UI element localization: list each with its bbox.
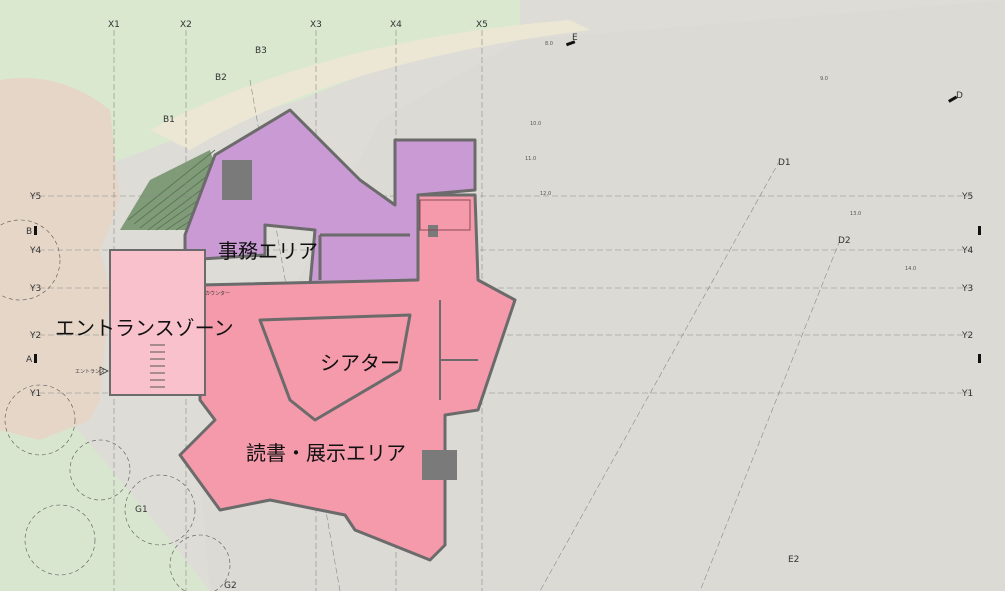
contour-label: 13.0 (850, 211, 861, 217)
grid-y2-left: Y2 (29, 331, 41, 341)
grid-y3-right: Y3 (961, 284, 973, 294)
site-path (0, 78, 120, 440)
contour-label: 14.0 (905, 266, 916, 272)
curved-path (150, 20, 590, 150)
grid-b3: B3 (255, 46, 267, 56)
entrance-zone-label: エントランスゾーン (55, 316, 234, 340)
grid-b2: B2 (215, 73, 227, 83)
contour-label: 12.0 (540, 191, 551, 197)
grid-y5-right: Y5 (961, 192, 973, 202)
section-mark-b: B (26, 227, 32, 237)
section-mark-e: E (572, 33, 578, 43)
grid-x5: X5 (476, 20, 488, 30)
grid-e2: E2 (788, 555, 799, 565)
entrance-arrow-icon (99, 366, 109, 376)
reading-zone (178, 193, 517, 562)
section-mark-a: A (26, 355, 33, 365)
reading-zone-label: 読書・展示エリア (246, 441, 406, 465)
grid-b1: B1 (163, 115, 175, 125)
trees (0, 219, 231, 591)
grid-y3-left: Y3 (29, 284, 41, 294)
contour-label: 9.0 (820, 76, 828, 82)
contour-label: 10.0 (530, 121, 541, 127)
entrance-arrow-label: エントランス (75, 369, 105, 375)
office-zone-label: 事務エリア (218, 239, 318, 263)
grid-y4-left: Y4 (29, 246, 41, 256)
grid-y1-right: Y1 (961, 389, 973, 399)
grid-y2-right: Y2 (961, 331, 973, 341)
contour-label: 8.0 (545, 41, 553, 47)
grid-x4: X4 (390, 20, 402, 30)
grid-y4-right: Y4 (961, 246, 973, 256)
grid-g1: G1 (135, 505, 148, 515)
grid-x3: X3 (310, 20, 322, 30)
grass-area-lower (0, 300, 210, 591)
contour-label: 11.0 (525, 156, 536, 162)
grid-x2: X2 (180, 20, 192, 30)
grid-y5-left: Y5 (29, 192, 41, 202)
entrance-zone (109, 249, 206, 396)
grid-g2: G2 (224, 581, 237, 591)
grid-d1: D1 (778, 158, 791, 168)
section-marks (34, 40, 981, 363)
grid-d2: D2 (838, 236, 851, 246)
grid-x1: X1 (108, 20, 120, 30)
grid-y1-left: Y1 (29, 389, 41, 399)
grass-area (0, 0, 520, 300)
section-mark-d: D (956, 91, 963, 101)
theater-label: シアター (320, 351, 400, 375)
counter-label: カウンター (205, 290, 230, 297)
